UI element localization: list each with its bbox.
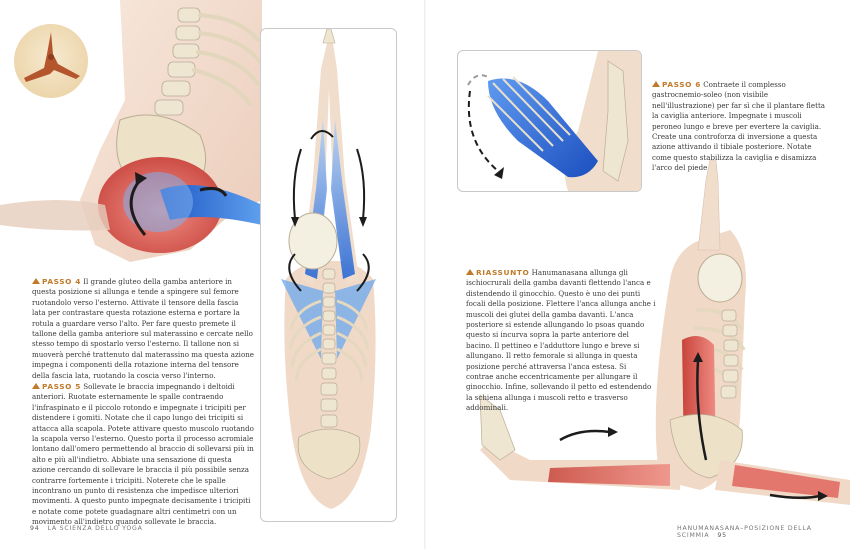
back-arms-illustration <box>281 29 376 509</box>
left-page-number: 94 <box>30 525 40 532</box>
summary-text: Hanumanasana allunga gli ischiocrurali d… <box>466 268 656 413</box>
hip-gluteus-illustration <box>0 0 262 262</box>
right-page-number: 95 <box>717 532 727 539</box>
step4-label: PASSO 4 <box>42 277 81 286</box>
left-footer: 94 LA SCIENZA DELLO YOGA <box>30 525 143 532</box>
step5-label: PASSO 5 <box>42 382 81 391</box>
triangle-marker-icon <box>32 383 40 389</box>
pose-thumbnail <box>14 24 88 98</box>
step5-text: Sollevate le braccia impegnando i deltoi… <box>32 382 254 527</box>
pose-figure-icon <box>24 32 80 82</box>
step6-label: PASSO 6 <box>662 80 701 89</box>
page-gutter <box>424 0 426 549</box>
step5-block: PASSO 5 Sollevate le braccia impegnando … <box>32 382 254 528</box>
ankle-detail-panel <box>457 50 642 192</box>
triangle-marker-icon <box>652 81 660 87</box>
step6-block: PASSO 6 Contraete il complesso gastrocne… <box>652 80 832 174</box>
summary-block: RIASSUNTO Hanumanasana allunga gli ischi… <box>466 268 656 414</box>
hanumanasana-side-illustration <box>479 160 850 505</box>
step4-block: PASSO 4 Il grande gluteo della gamba ant… <box>32 277 254 381</box>
ankle-foot-illustration <box>467 51 641 191</box>
summary-label: RIASSUNTO <box>476 268 530 277</box>
triangle-marker-icon <box>32 278 40 284</box>
step4-text: Il grande gluteo della gamba anteriore i… <box>32 277 254 380</box>
left-running-title: LA SCIENZA DELLO YOGA <box>47 525 143 532</box>
triangle-marker-icon <box>466 269 474 275</box>
step6-text: Contraete il complesso gastrocnemio-sole… <box>652 80 826 173</box>
arms-overhead-panel <box>260 28 397 522</box>
right-running-title: HANUMANASANA–POSIZIONE DELLA SCIMMIA <box>677 525 812 539</box>
